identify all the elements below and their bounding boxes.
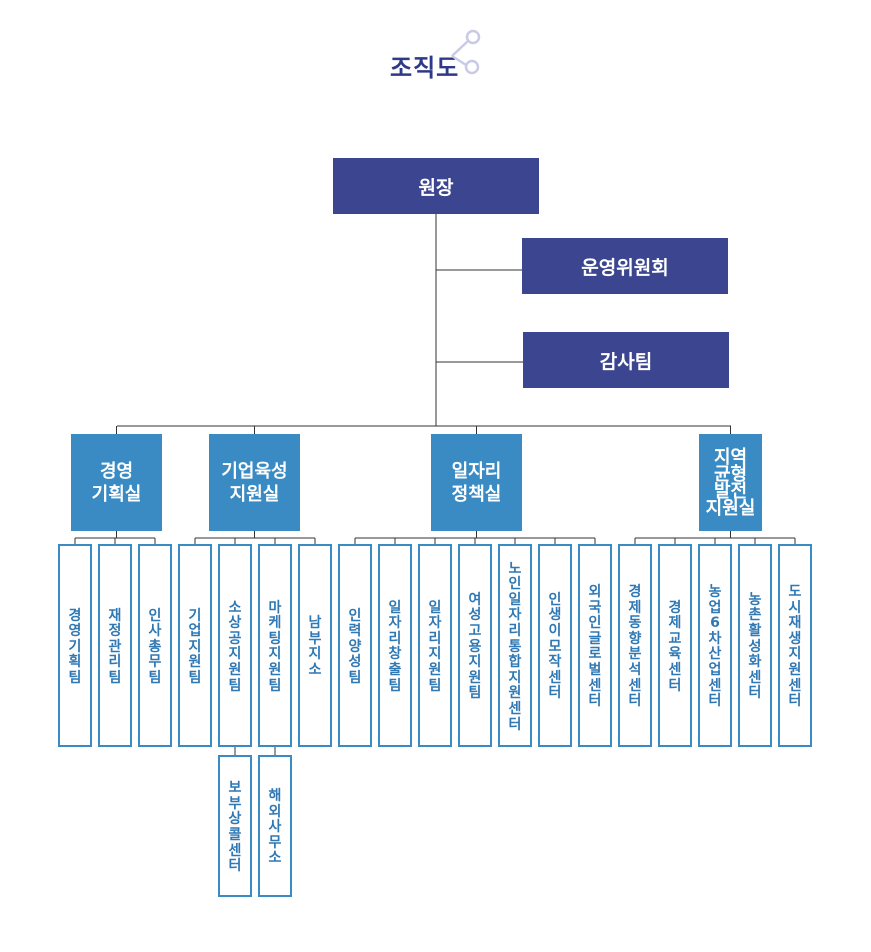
sub-team-box: 보 부 상 콜 센 터 xyxy=(218,755,252,897)
team-box: 일 자 리 지 원 팀 xyxy=(418,544,452,747)
team-box: 경 영 기 획 팀 xyxy=(58,544,92,747)
team-box: 외 국 인 글 로 벌 센 터 xyxy=(578,544,612,747)
team-box: 남 부 지 소 xyxy=(298,544,332,747)
division-box-employment-policy: 일자리 정책실 xyxy=(431,434,522,531)
team-box: 인 사 총 무 팀 xyxy=(138,544,172,747)
division-box-regional-development: 지역 균형 발전 지원실 xyxy=(699,434,762,531)
team-box: 노 인 일 자 리 통 합 지 원 센 터 xyxy=(498,544,532,747)
team-box: 인 력 양 성 팀 xyxy=(338,544,372,747)
team-box: 경 제 교 육 센 터 xyxy=(658,544,692,747)
share-icon xyxy=(451,29,481,75)
page-title: 조직도 xyxy=(390,54,460,82)
team-box: 재 정 관 리 팀 xyxy=(98,544,132,747)
team-box: 경 제 동 향 분 석 센 터 xyxy=(618,544,652,747)
team-box: 농 촌 활 성 화 센 터 xyxy=(738,544,772,747)
team-box: 기 업 지 원 팀 xyxy=(178,544,212,747)
team-box: 인 생 이 모 작 센 터 xyxy=(538,544,572,747)
team-box: 도 시 재 생 지 원 센 터 xyxy=(778,544,812,747)
team-box: 여 성 고 용 지 원 팀 xyxy=(458,544,492,747)
division-box-management-planning: 경영 기획실 xyxy=(71,434,162,531)
team-box: 마 케 팅 지 원 팀 xyxy=(258,544,292,747)
team-box: 농 업 6 차 산 업 센 터 xyxy=(698,544,732,747)
team-box: 일 자 리 창 출 팀 xyxy=(378,544,412,747)
director-box: 원장 xyxy=(333,158,539,214)
steering-committee-box: 운영위원회 xyxy=(522,238,728,294)
division-box-business-support: 기업육성 지원실 xyxy=(209,434,300,531)
sub-team-box: 해 외 사 무 소 xyxy=(258,755,292,897)
audit-team-box: 감사팀 xyxy=(523,332,729,388)
team-box: 소 상 공 지 원 팀 xyxy=(218,544,252,747)
